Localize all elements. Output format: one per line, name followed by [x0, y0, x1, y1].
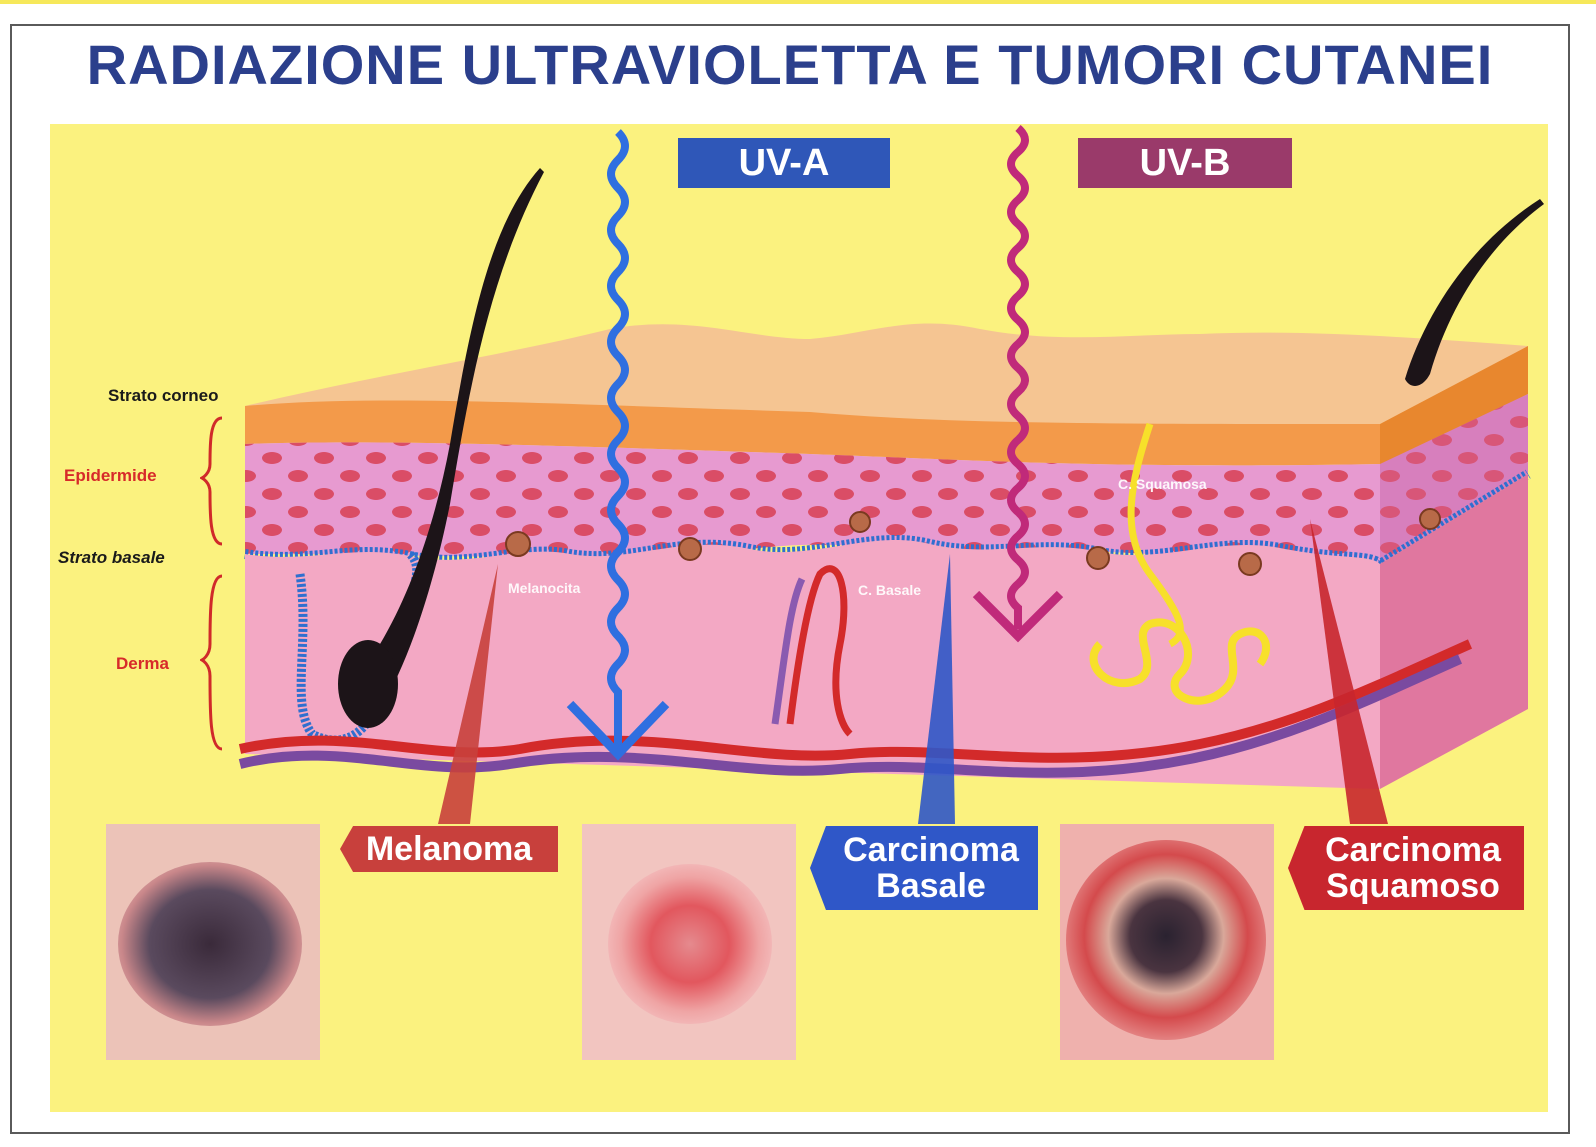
melanoma-tag-text: Melanoma: [366, 831, 532, 867]
epidermide-label: Epidermide: [64, 466, 157, 486]
melanocita-label: Melanocita: [508, 580, 580, 596]
melanoma-tag: Melanoma: [340, 826, 558, 872]
carcinoma-squamoso-tag: Carcinoma Squamoso: [1288, 826, 1524, 910]
layer-brackets: [200, 414, 230, 774]
carcinoma-basale-tag: Carcinoma Basale: [810, 826, 1038, 910]
uv-a-label: UV-A: [678, 138, 890, 188]
top-strip: [0, 0, 1596, 4]
carcinoma-basale-tag-text: Carcinoma Basale: [841, 832, 1021, 904]
poster-title: RADIAZIONE ULTRAVIOLETTA E TUMORI CUTANE…: [10, 32, 1570, 97]
hair-bulb: [338, 640, 398, 728]
derma-label: Derma: [116, 654, 169, 674]
squamous-photo: [1060, 824, 1274, 1060]
skin-cross-section: [50, 124, 1548, 1112]
strato-corneo-label: Strato corneo: [108, 386, 219, 406]
carcinoma-squamoso-tag-text: Carcinoma Squamoso: [1313, 832, 1513, 904]
basal-photo: [582, 824, 796, 1060]
melanoma-photo: [106, 824, 320, 1060]
uv-b-label: UV-B: [1078, 138, 1292, 188]
diagram-panel: Strato corneo Epidermide Strato basale D…: [50, 124, 1548, 1112]
strato-basale-label: Strato basale: [58, 548, 165, 568]
c-squamosa-label: C. Squamosa: [1118, 476, 1207, 492]
c-basale-label: C. Basale: [858, 582, 921, 598]
